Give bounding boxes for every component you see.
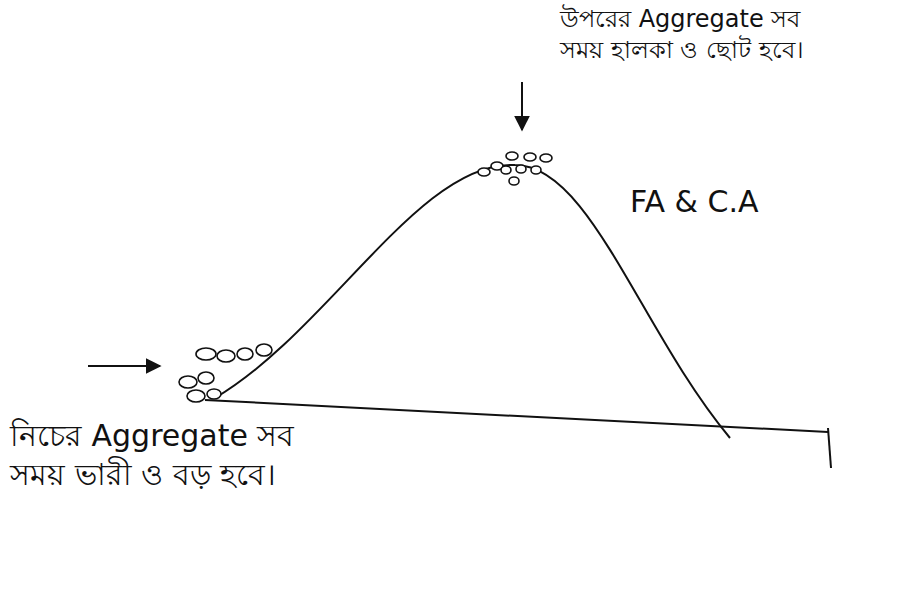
ground-tick bbox=[828, 428, 831, 468]
aggregate-type-note: FA & C.A bbox=[630, 182, 850, 221]
bottom-aggregate-note: নিচের Aggregate সব সময় ভারী ও বড় হবে। bbox=[10, 416, 355, 494]
coarse-aggregate-cluster bbox=[179, 344, 272, 402]
top-aggregate-note: উপরের Aggregate সব সময় হালকা ও ছোট হবে। bbox=[560, 4, 810, 66]
top-leader-arrow bbox=[521, 82, 523, 130]
bottom-leader-arrow bbox=[88, 365, 160, 367]
ground-line bbox=[205, 400, 828, 432]
fine-aggregate-cluster bbox=[478, 152, 552, 185]
